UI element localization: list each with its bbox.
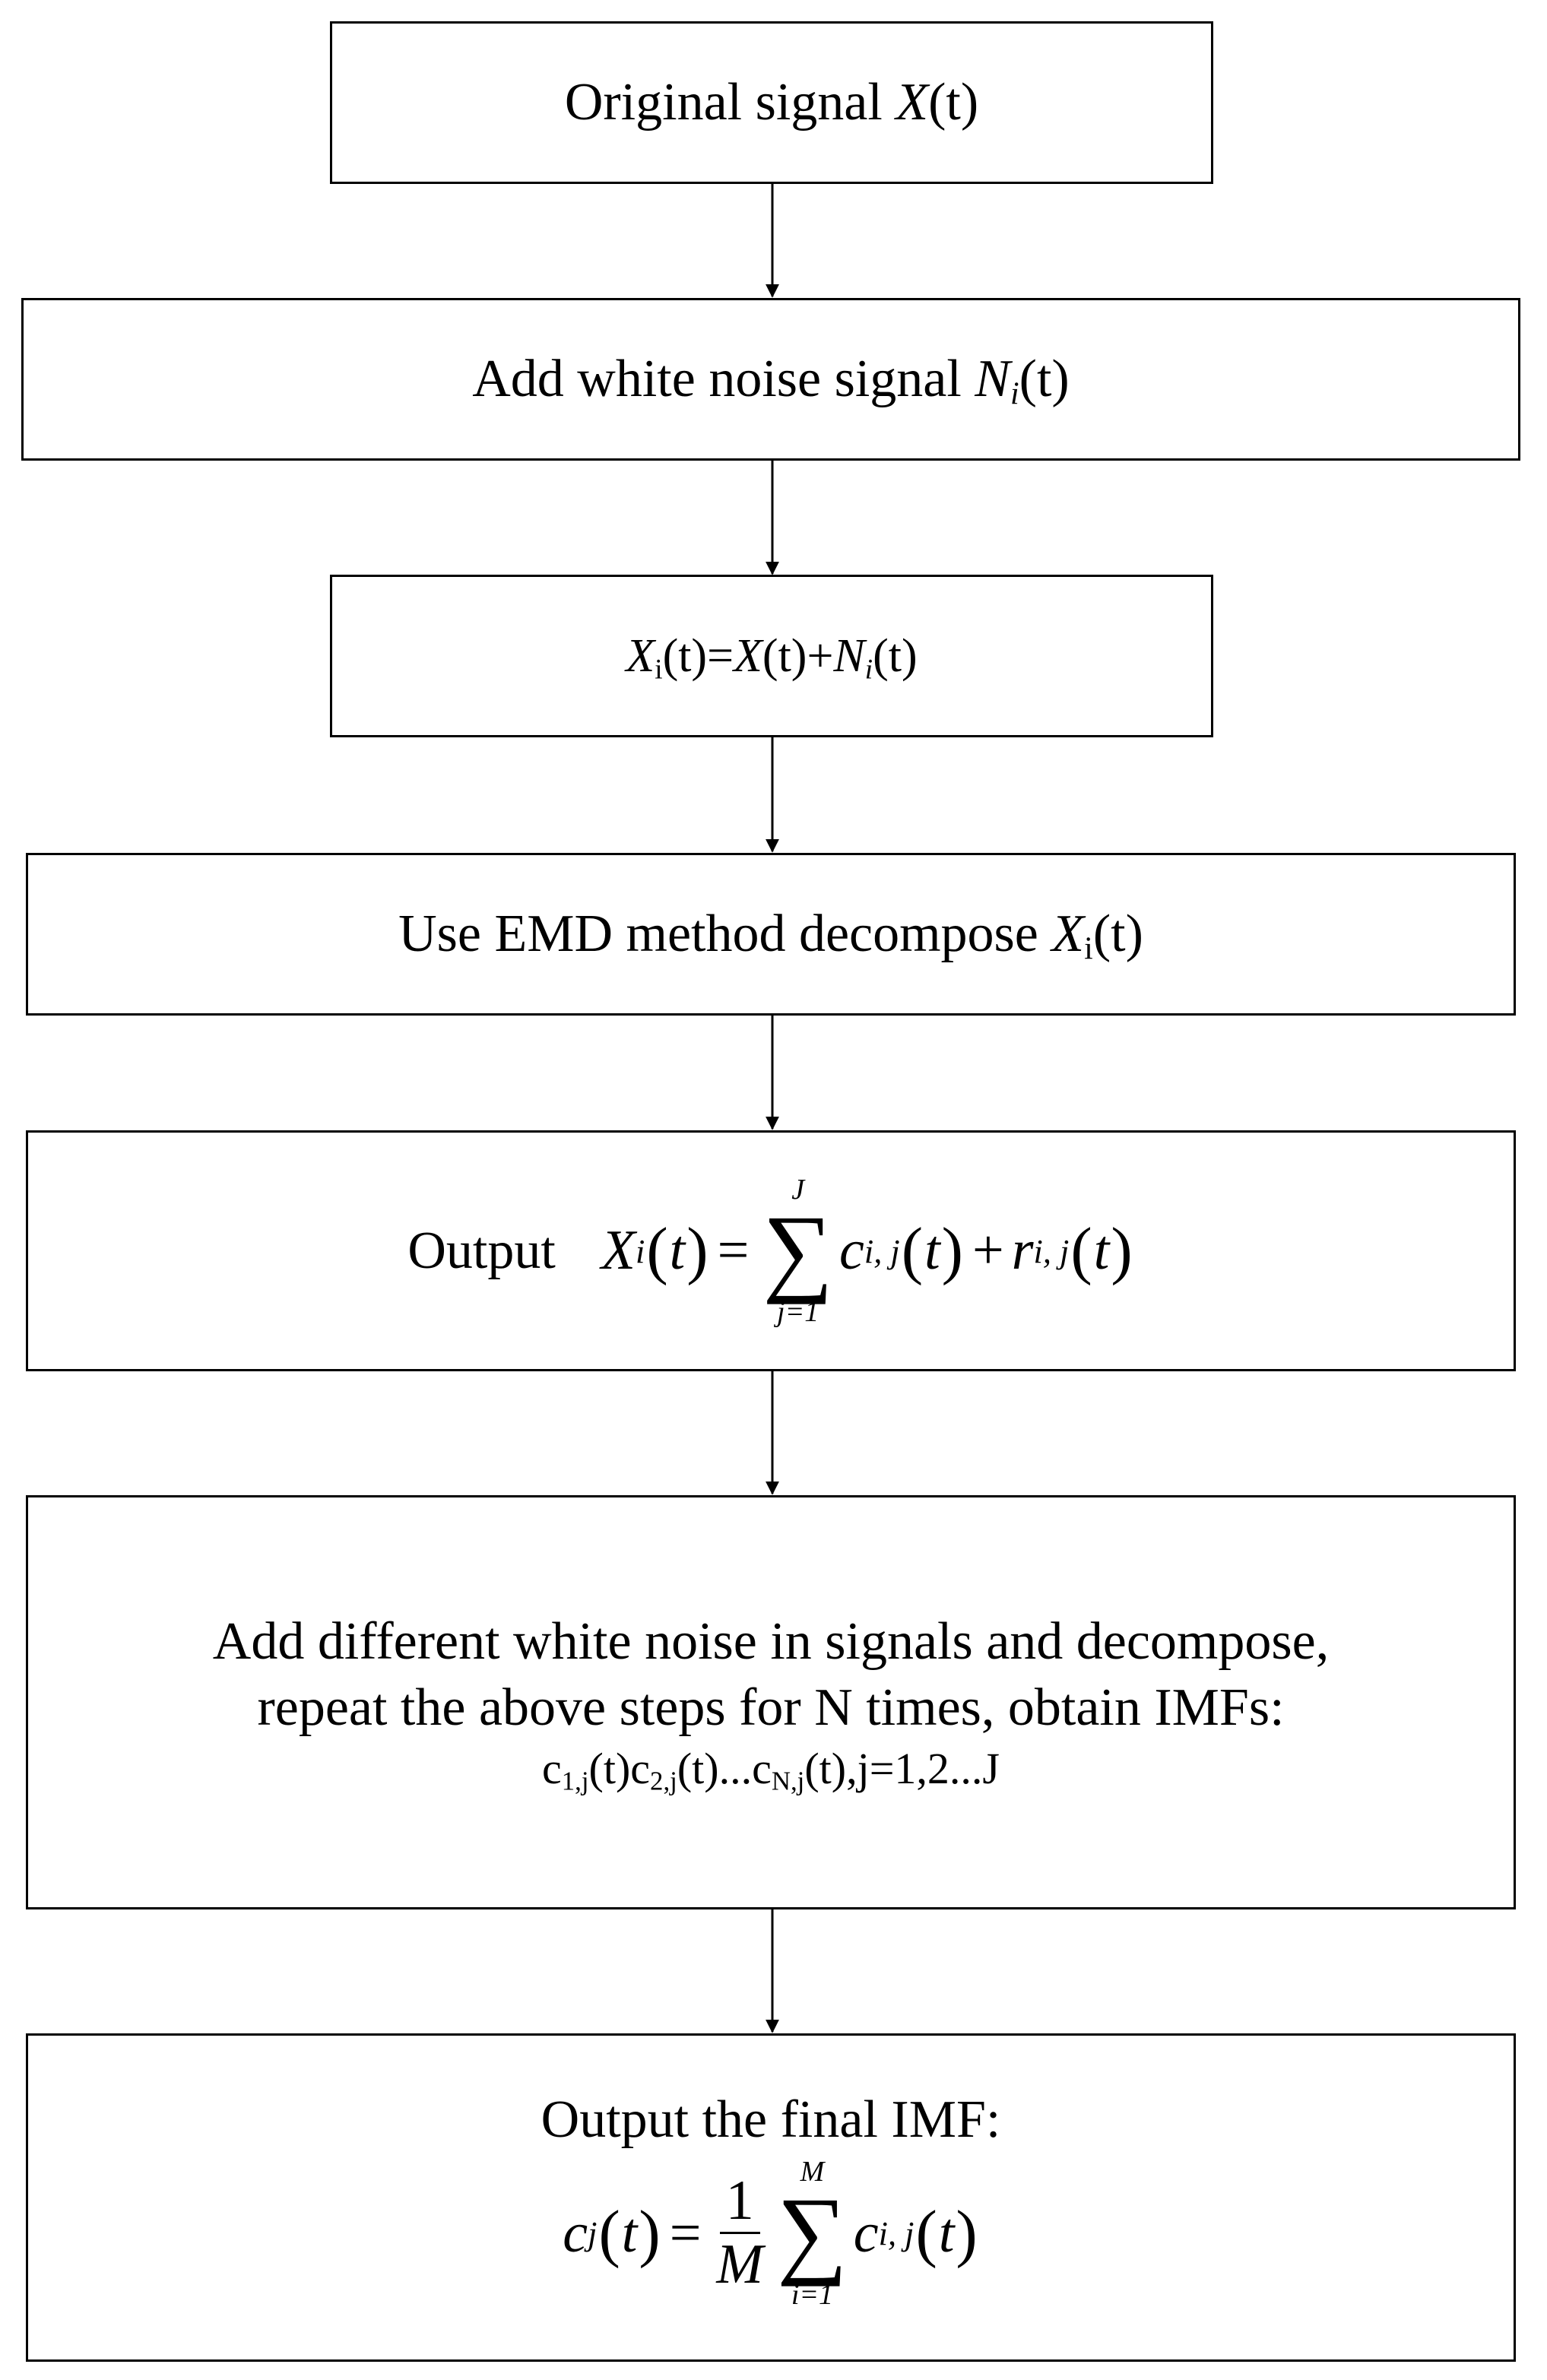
step-repeat-obtain-imfs: Add different white noise in signals and… bbox=[26, 1495, 1516, 1909]
repeat-line-1: Add different white noise in signals and… bbox=[212, 1611, 1330, 1671]
output-label: Output bbox=[407, 1221, 556, 1280]
step-original-signal: Original signal X(t) bbox=[330, 21, 1213, 184]
step-emd-decompose: Use EMD method decompose Xi(t) bbox=[26, 853, 1516, 1016]
fraction: 1 M bbox=[716, 2169, 764, 2296]
summation-symbol: J ∑ j=1 bbox=[762, 1173, 833, 1329]
original-signal-text: Original signal X(t) bbox=[564, 73, 979, 132]
decompose-text: Use EMD method decompose Xi(t) bbox=[398, 905, 1143, 967]
add-noise-text: Add white noise signal Ni(t) bbox=[472, 350, 1070, 412]
repeat-line-2: repeat the above steps for N times, obta… bbox=[257, 1678, 1285, 1738]
step-sum-signal: Xi(t)=X(t)+Ni(t) bbox=[330, 575, 1213, 737]
step-add-white-noise: Add white noise signal Ni(t) bbox=[21, 298, 1520, 461]
repeat-line-3: c1,j(t)c2,j(t)...cN,j(t),j=1,2...J bbox=[542, 1743, 1000, 1796]
summation-symbol-final: M ∑ i=1 bbox=[777, 2156, 848, 2311]
final-label: Output the final IMF: bbox=[540, 2090, 1001, 2149]
sum-signal-formula: Xi(t)=X(t)+Ni(t) bbox=[626, 629, 918, 685]
